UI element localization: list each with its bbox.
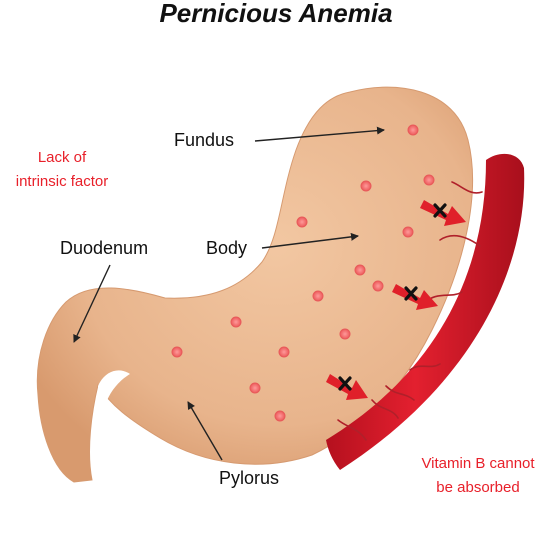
note-line: intrinsic factor: [16, 173, 109, 190]
body-pointer: [261, 232, 359, 249]
cell-dot: [249, 382, 261, 394]
cell-dot: [312, 290, 324, 302]
note-line: Lack of: [38, 149, 87, 166]
pylorus-pointer: [187, 401, 223, 461]
cross-mark-icon: [338, 376, 352, 391]
cell-dot: [296, 216, 308, 228]
duodenum-pointer: [73, 264, 111, 343]
stomach-illustration: [36, 86, 474, 483]
cross-mark-icon: [404, 286, 418, 301]
cell-dots: [171, 124, 435, 422]
stomach-inner-curve: [98, 370, 130, 410]
cross-mark-icon: [433, 203, 447, 218]
cell-dot: [339, 328, 351, 340]
blocked-arrow-icon: [420, 200, 466, 226]
note-line: be absorbed: [436, 479, 519, 496]
fundus-pointer: [254, 126, 385, 142]
vitamin-b-note: Vitamin B cannot be absorbed: [421, 455, 535, 496]
pylorus-label: Pylorus: [219, 468, 279, 488]
body-label: Body: [206, 238, 247, 258]
pointer-lines: [73, 126, 385, 461]
cell-dot: [274, 410, 286, 422]
note-line: Vitamin B cannot: [421, 455, 535, 472]
stomach-shape: [36, 86, 474, 483]
fundus-label: Fundus: [174, 130, 234, 150]
cell-dot: [230, 316, 242, 328]
cell-dot: [402, 226, 414, 238]
cell-dot: [407, 124, 419, 136]
cell-dot: [278, 346, 290, 358]
cell-dot: [171, 346, 183, 358]
lack-of-intrinsic-factor-note: Lack of intrinsic factor: [16, 149, 109, 190]
cell-dot: [354, 264, 366, 276]
cell-dot: [423, 174, 435, 186]
blocked-arrow-icon: [392, 284, 438, 310]
page-title: Pernicious Anemia: [159, 0, 392, 28]
blocked-arrow-icon: [326, 374, 368, 400]
duodenum-label: Duodenum: [60, 238, 148, 258]
capillary-lines: [337, 181, 483, 441]
blood-vessel: [326, 153, 525, 470]
cell-dot: [360, 180, 372, 192]
cell-dot: [372, 280, 384, 292]
